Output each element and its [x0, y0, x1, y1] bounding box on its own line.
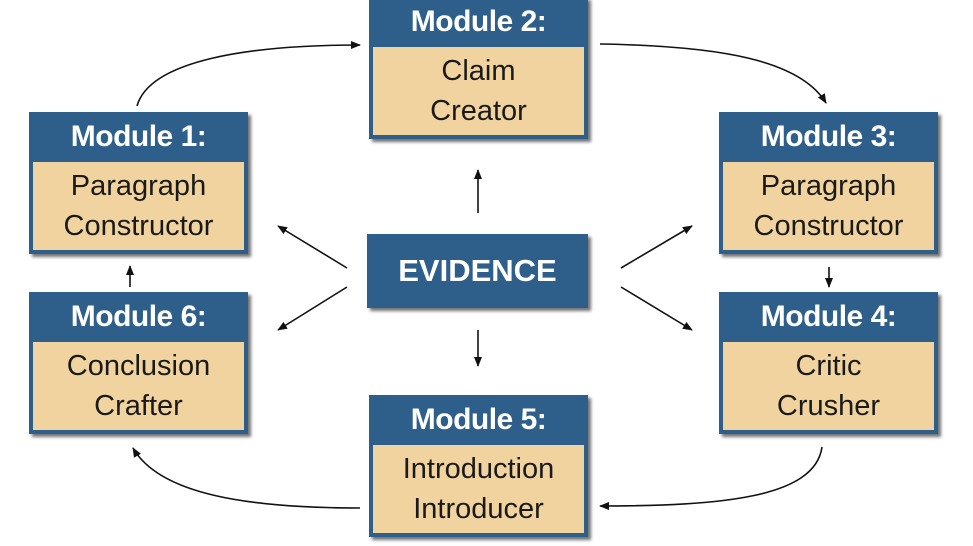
module-3-name: Paragraph Constructor [723, 162, 934, 250]
arrow-evidence-to-module4 [620, 286, 693, 331]
module-4-box: Module 4: Critic Crusher [719, 292, 938, 434]
module-6-title: Module 6: [70, 300, 207, 333]
module-4-name: Critic Crusher [723, 342, 934, 430]
module-5-title: Module 5: [410, 403, 547, 436]
module-2-name: Claim Creator [373, 47, 584, 135]
module-5-box: Module 5: Introduction Introducer [369, 395, 588, 537]
module-3-title: Module 3: [760, 120, 897, 153]
arrow-evidence-to-module1 [277, 225, 348, 269]
arrow-evidence-to-module6 [277, 286, 348, 331]
module-3-box: Module 3: Paragraph Constructor [719, 112, 938, 254]
arrow-evidence-to-module3 [620, 225, 693, 269]
module-4-title: Module 4: [760, 300, 897, 333]
arrow-module5-to-module6 [132, 447, 361, 509]
arrow-module2-to-module3 [599, 43, 827, 104]
module-5-name: Introduction Introducer [373, 445, 584, 533]
module-6-name: Conclusion Crafter [33, 342, 244, 430]
module-1-box: Module 1: Paragraph Constructor [29, 112, 248, 254]
module-2-box: Module 2: Claim Creator [369, 0, 588, 139]
evidence-label: EVIDENCE [398, 253, 557, 288]
module-6-box: Module 6: Conclusion Crafter [29, 292, 248, 434]
arrow-module1-to-module2 [136, 41, 361, 107]
module-2-title: Module 2: [410, 5, 547, 38]
evidence-box: EVIDENCE [367, 234, 588, 308]
arrow-module4-to-module5 [599, 446, 823, 510]
module-1-name: Paragraph Constructor [33, 162, 244, 250]
module-1-title: Module 1: [70, 120, 207, 153]
